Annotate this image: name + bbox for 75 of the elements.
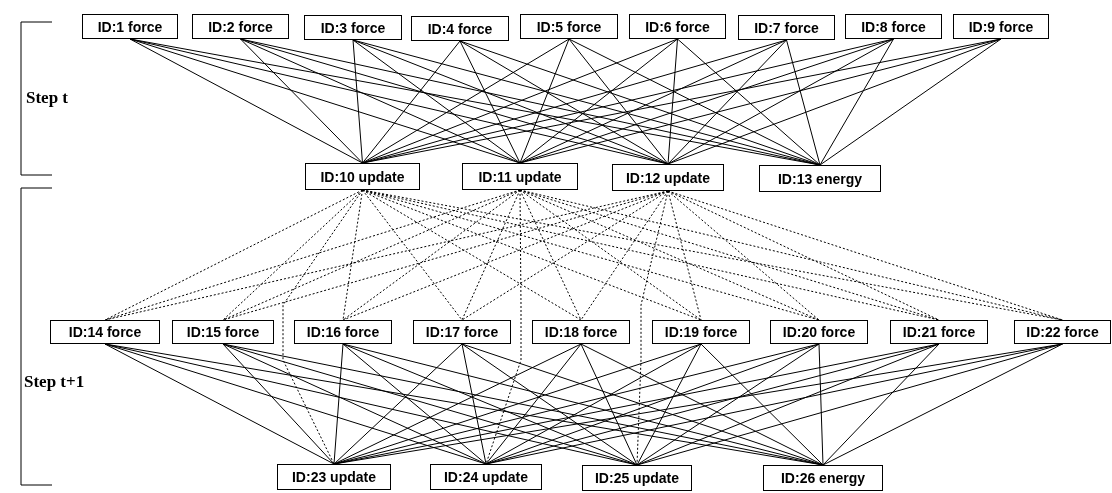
dotted-connector xyxy=(362,189,582,321)
connector-line xyxy=(129,38,363,164)
connector-line xyxy=(352,39,521,164)
node-box: ID:13 energy xyxy=(759,165,881,192)
connector-line xyxy=(342,343,487,465)
connector-line xyxy=(485,343,702,465)
node-box: ID:18 force xyxy=(532,320,630,344)
connector-line xyxy=(352,39,363,164)
connector-line xyxy=(636,343,940,466)
connector-line xyxy=(222,343,335,465)
node-box: ID:6 force xyxy=(629,14,726,39)
connector-line xyxy=(636,343,702,466)
node-box: ID:3 force xyxy=(304,15,402,40)
connector-line xyxy=(818,343,824,466)
connector-line xyxy=(459,40,521,164)
node-box: ID:14 force xyxy=(50,320,160,344)
node-box: ID:24 update xyxy=(430,464,542,490)
node-box: ID:17 force xyxy=(413,320,511,344)
node-box: ID:12 update xyxy=(612,164,724,191)
connector-line xyxy=(519,38,894,164)
connector-line xyxy=(459,40,669,165)
connector-line xyxy=(222,343,487,465)
connector-line xyxy=(667,39,787,165)
connector-line xyxy=(362,38,570,164)
connector-line xyxy=(822,343,940,466)
node-box: ID:20 force xyxy=(770,320,868,344)
node-box: ID:25 update xyxy=(582,465,692,491)
node-box: ID:11 update xyxy=(462,163,578,190)
dotted-connector xyxy=(342,189,521,321)
node-box: ID:1 force xyxy=(82,14,178,39)
node-box: ID:5 force xyxy=(520,14,618,39)
connector-line xyxy=(786,39,821,166)
node-box: ID:19 force xyxy=(652,320,750,344)
connector-line xyxy=(104,343,335,465)
connector-line xyxy=(362,40,461,164)
connector-line xyxy=(342,343,638,466)
connector-line xyxy=(461,343,638,466)
dotted-connector xyxy=(485,189,522,465)
node-box: ID:23 update xyxy=(277,464,391,490)
node-box: ID:8 force xyxy=(845,14,942,39)
connector-line xyxy=(667,38,894,165)
connector-line xyxy=(485,343,582,465)
dotted-connector xyxy=(362,189,463,321)
connector-line xyxy=(667,38,678,165)
connector-line xyxy=(333,343,344,465)
connector-line xyxy=(240,38,521,164)
connector-line xyxy=(519,38,570,164)
connector-line xyxy=(700,343,824,466)
connector-line xyxy=(636,343,820,466)
node-box: ID:26 energy xyxy=(763,465,883,491)
connector-line xyxy=(667,38,1002,165)
node-box: ID:2 force xyxy=(192,14,289,39)
connector-line xyxy=(580,343,824,466)
dotted-connector xyxy=(461,190,669,321)
connector-line xyxy=(240,38,363,164)
connector-line xyxy=(333,343,702,465)
connector-line xyxy=(519,38,678,164)
connector-line xyxy=(819,38,1002,166)
node-box: ID:22 force xyxy=(1014,320,1111,344)
node-box: ID:15 force xyxy=(172,320,274,344)
connector-line xyxy=(568,38,669,165)
node-box: ID:4 force xyxy=(411,16,509,41)
connector-line xyxy=(822,343,1063,466)
connector-line xyxy=(580,343,638,466)
node-box: ID:9 force xyxy=(953,14,1049,39)
connector-line xyxy=(333,343,463,465)
connector-line xyxy=(677,38,821,166)
dotted-connector xyxy=(342,189,363,321)
node-box: ID:16 force xyxy=(294,320,392,344)
node-box: ID:7 force xyxy=(738,15,835,40)
dotted-connector xyxy=(667,190,702,321)
node-box: ID:10 update xyxy=(305,163,420,190)
node-box: ID:21 force xyxy=(890,320,988,344)
connector-line xyxy=(461,343,487,465)
connector-line xyxy=(819,38,894,166)
